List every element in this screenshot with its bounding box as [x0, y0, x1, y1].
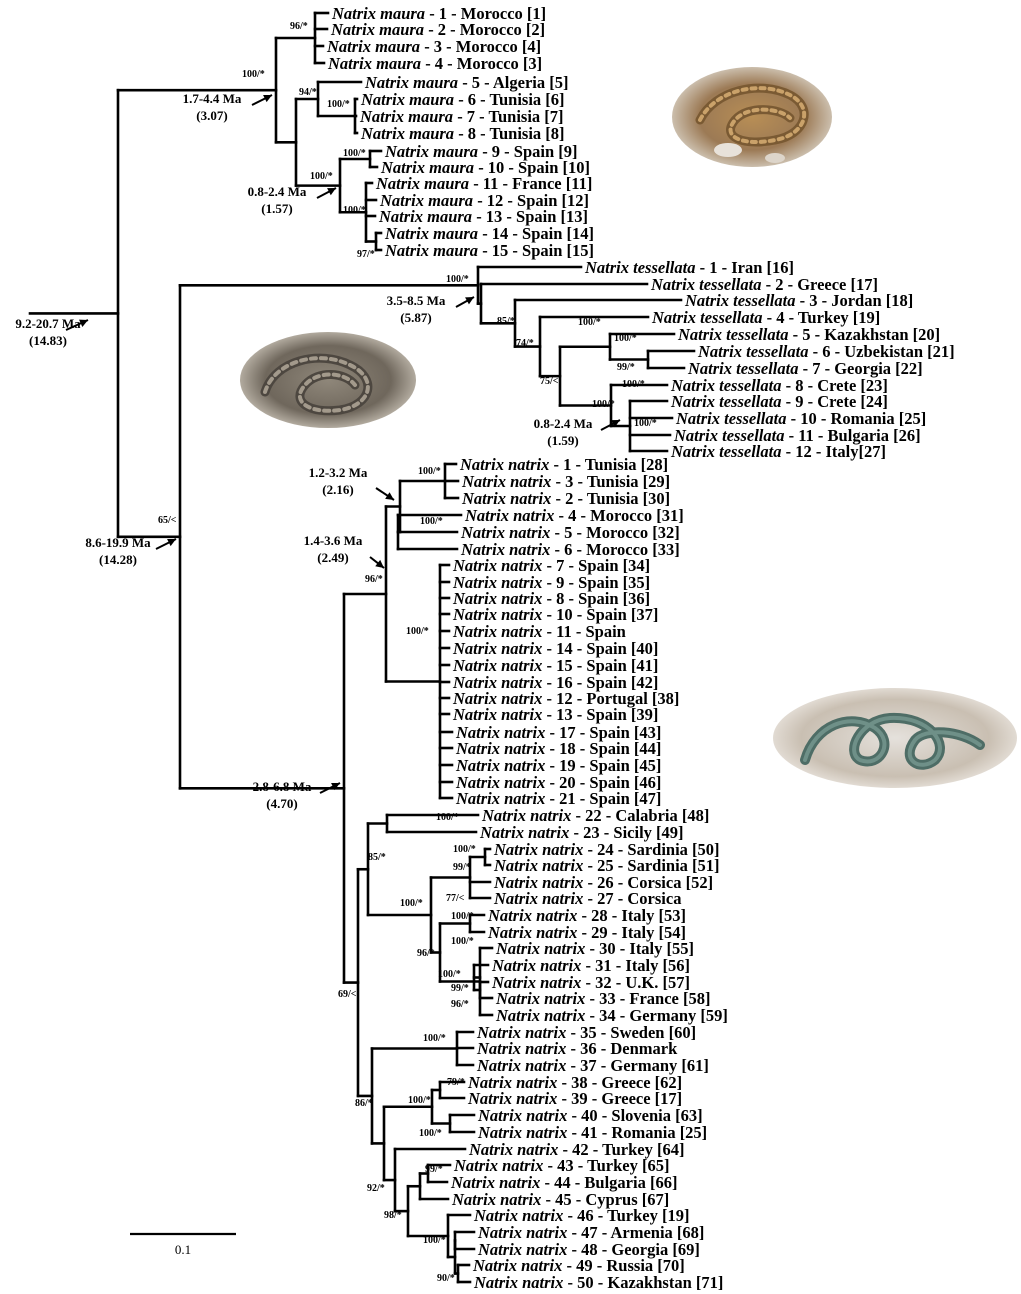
date-mean: (5.87) — [400, 310, 431, 325]
support-value: 100/* — [420, 516, 443, 527]
divergence-date-tess-natrix: 8.6-19.9 Ma (14.28) — [85, 535, 176, 567]
date-mean: (4.70) — [266, 796, 297, 811]
leaf-sample-info: - 4 - Morocco [3] — [421, 54, 542, 73]
date-range: 8.6-19.9 Ma — [85, 535, 151, 550]
leaf-label: Natrix tessellata - 12 - Italy[27] — [670, 442, 886, 461]
support-value: 96/* — [417, 948, 435, 959]
support-value: 92/* — [367, 1183, 385, 1194]
support-value: 100/* — [400, 898, 423, 909]
leaf-species: Natrix maura — [327, 54, 421, 73]
support-value: 100/* — [451, 936, 474, 947]
date-range: 1.7-4.4 Ma — [183, 91, 242, 106]
leaf-sample-info: - 12 - Italy[27] — [781, 442, 885, 461]
leaf-sample-info: - 50 - Kazakhstan [71] — [563, 1273, 723, 1292]
leaf-label: Natrix maura - 15 - Spain [15] — [384, 241, 594, 260]
support-value: 100/* — [310, 171, 333, 182]
scale-bar: 0.1 — [130, 1234, 236, 1257]
leaf-species: Natrix maura — [360, 124, 454, 143]
divergence-date-maura-iberian: 0.8-2.4 Ma (1.57) — [248, 184, 336, 216]
leaf-label: Natrix maura - 4 - Morocco [3] — [327, 54, 542, 73]
divergence-date-maura: 1.7-4.4 Ma (3.07) — [183, 91, 272, 123]
leaf-label: Natrix natrix - 13 - Spain [39] — [452, 705, 658, 724]
support-value: 99/* — [451, 983, 469, 994]
support-value: 97/* — [357, 249, 375, 260]
support-value: 100/* — [343, 205, 366, 216]
leaf-label: Natrix natrix - 50 - Kazakhstan [71] — [473, 1273, 723, 1292]
support-value: 100/* — [634, 418, 657, 429]
leaf-sample-info: - 13 - Spain [39] — [542, 705, 658, 724]
support-value: 100/* — [418, 466, 441, 477]
support-value: 100/* — [622, 379, 645, 390]
support-value: 96/* — [451, 999, 469, 1010]
date-range: 1.2-3.2 Ma — [309, 465, 368, 480]
divergence-date-natrix-tunisia: 1.2-3.2 Ma (2.16) — [309, 465, 394, 500]
leaf-sample-info: - 15 - Spain [15] — [478, 241, 594, 260]
support-value: 100/* — [423, 1033, 446, 1044]
support-value: 100/* — [406, 626, 429, 637]
support-value: 77/< — [446, 893, 465, 904]
support-value: 69/< — [338, 989, 357, 1000]
divergence-date-tessellata-inner: 0.8-2.4 Ma (1.59) — [534, 416, 620, 448]
date-mean: (14.83) — [29, 333, 67, 348]
support-value: 100/* — [451, 911, 474, 922]
date-range: 0.8-2.4 Ma — [534, 416, 593, 431]
divergence-date-natrix-iberia: 1.4-3.6 Ma (2.49) — [304, 533, 384, 568]
support-value: 96/* — [290, 21, 308, 32]
support-value: 100/* — [436, 812, 459, 823]
support-value: 100/* — [614, 333, 637, 344]
support-value: 100/* — [438, 969, 461, 980]
support-value: 99/* — [617, 362, 635, 373]
date-mean: (2.16) — [322, 482, 353, 497]
date-range: 0.8-2.4 Ma — [248, 184, 307, 199]
leaf-species: Natrix tessellata — [670, 442, 781, 461]
support-value: 86/* — [355, 1098, 373, 1109]
support-value: 100/* — [453, 844, 476, 855]
support-value: 100/* — [242, 69, 265, 80]
support-value: 65/< — [158, 515, 177, 526]
support-value: 90/* — [437, 1273, 455, 1284]
viperine-snake-photo — [672, 67, 832, 167]
support-value: 100/* — [592, 399, 615, 410]
leaf-label: Natrix maura - 8 - Tunisia [8] — [360, 124, 565, 143]
scale-bar-label: 0.1 — [175, 1242, 191, 1257]
leaf-species: Natrix maura — [384, 241, 478, 260]
support-value: 100/* — [423, 1235, 446, 1246]
support-value: 100/* — [327, 99, 350, 110]
date-range: 1.4-3.6 Ma — [304, 533, 363, 548]
leaf-species: Natrix natrix — [473, 1273, 563, 1292]
support-value: 98/* — [384, 1210, 402, 1221]
support-value: 100/* — [408, 1095, 431, 1106]
support-value: 100/* — [419, 1128, 442, 1139]
grass-snake-photo — [773, 688, 1017, 788]
dice-snake-photo — [240, 332, 416, 428]
support-value: 99/* — [425, 1164, 443, 1175]
date-range: 2.8-6.8 Ma — [253, 779, 312, 794]
date-range: 3.5-8.5 Ma — [387, 293, 446, 308]
divergence-date-natrix: 2.8-6.8 Ma (4.70) — [253, 779, 340, 811]
support-value: 100/* — [446, 274, 469, 285]
support-value: 100/* — [578, 317, 601, 328]
support-value: 96/* — [365, 574, 383, 585]
support-value: 85/* — [497, 316, 515, 327]
support-value: 79/* — [447, 1077, 465, 1088]
date-mean: (14.28) — [99, 552, 137, 567]
support-value: 100/* — [343, 148, 366, 159]
date-mean: (1.59) — [547, 433, 578, 448]
support-value: 74/* — [516, 338, 534, 349]
support-value: 75/< — [540, 376, 559, 387]
date-mean: (2.49) — [317, 550, 348, 565]
date-mean: (3.07) — [196, 108, 227, 123]
divergence-date-tessellata: 3.5-8.5 Ma (5.87) — [387, 293, 474, 325]
divergence-date-root: 9.2-20.7 Ma (14.83) — [15, 316, 88, 348]
support-value: 94/* — [299, 87, 317, 98]
date-range: 9.2-20.7 Ma — [15, 316, 81, 331]
leaf-species: Natrix natrix — [452, 705, 542, 724]
leaf-sample-info: - 8 - Tunisia [8] — [454, 124, 565, 143]
date-mean: (1.57) — [261, 201, 292, 216]
support-value: 85/* — [368, 852, 386, 863]
support-value: 99/* — [453, 862, 471, 873]
